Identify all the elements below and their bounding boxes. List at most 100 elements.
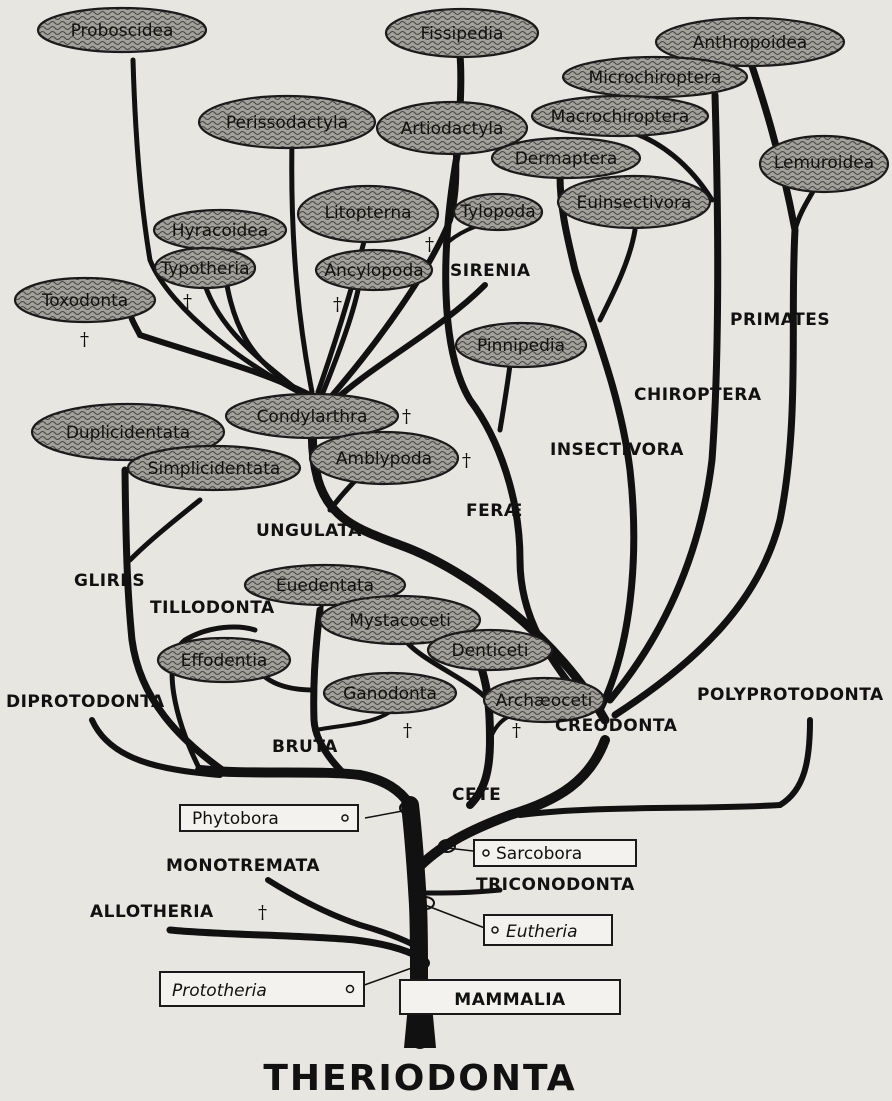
group-fissipedia: Fissipedia	[384, 7, 540, 59]
label-ancylopoda: Ancylopoda	[324, 261, 423, 281]
label-toxodonta: Toxodonta	[41, 291, 128, 311]
dagger-ganodonta: †	[403, 720, 412, 741]
group-simplicidentata: Simplicidentata	[126, 444, 302, 492]
branch-mystacoceti	[402, 637, 491, 703]
group-perissodactyla: Perissodactyla	[197, 94, 377, 150]
dagger-archaeoceti: †	[512, 720, 521, 741]
label-microchiroptera: Microchiroptera	[589, 68, 722, 88]
group-euinsectivora: Euinsectivora	[556, 174, 712, 230]
label-litopterna: Litopterna	[324, 203, 411, 223]
tag-mammalia: MAMMALIA	[399, 979, 621, 1015]
branch-typotheria	[202, 282, 303, 395]
group-pinnipedia: Pinnipedia	[454, 321, 588, 369]
group-tylopoda: Tylopoda	[452, 192, 544, 232]
label-proboscidea: Proboscidea	[71, 21, 174, 41]
trunk-base	[404, 1005, 436, 1048]
branch-proboscidea	[130, 57, 318, 403]
tag-eutheria: Eutheria	[415, 896, 613, 946]
label-fissipedia: Fissipedia	[421, 24, 504, 44]
branch-simplicidentata	[127, 497, 203, 563]
dagger-condylarthra: †	[402, 406, 411, 427]
branch-allotheria	[166, 926, 419, 959]
branch-diprotodonta	[89, 717, 223, 778]
tag-sarcobora-label: Sarcobora	[496, 844, 582, 864]
label-dermaptera: Dermaptera	[515, 149, 618, 169]
branch-labels: SIRENIA PRIMATES CHIROPTERA INSECTIVORA …	[6, 261, 884, 923]
dagger-typotheria: †	[183, 291, 192, 312]
label-insectivora: INSECTIVORA	[550, 440, 684, 460]
group-euedentata: Euedentata	[243, 563, 407, 607]
label-euedentata: Euedentata	[276, 576, 374, 596]
label-ferae: FERÆ	[466, 501, 523, 521]
branch-glires	[121, 466, 229, 776]
branch-ancylopoda	[319, 277, 363, 398]
label-bruta: BRUTA	[272, 737, 338, 757]
tag-eutheria-label: Eutheria	[506, 922, 578, 942]
group-toxodonta: Toxodonta	[13, 276, 157, 324]
dagger-amblypoda: †	[462, 450, 471, 471]
label-primates: PRIMATES	[730, 310, 830, 330]
label-perissodactyla: Perissodactyla	[226, 113, 348, 133]
extinction-markers: † † † † † † † †	[80, 234, 521, 741]
leaf-groups: Proboscidea Fissipedia Anthropoidea Micr…	[13, 6, 890, 724]
branch-primates	[611, 56, 799, 719]
group-hyracoidea: Hyracoidea	[152, 208, 288, 252]
tag-phytobora-label: Phytobora	[192, 809, 279, 829]
dagger-allotheria: †	[258, 902, 267, 923]
group-dermaptera: Dermaptera	[490, 136, 642, 180]
label-monotremata: MONOTREMATA	[166, 856, 320, 876]
tag-phytobora: Phytobora	[179, 801, 417, 832]
branch-ganodonta	[314, 710, 392, 732]
label-creodonta: CREODONTA	[555, 716, 678, 736]
label-cete: CETE	[452, 785, 501, 805]
dagger-litopterna: †	[425, 234, 434, 255]
label-ganodonta: Ganodonta	[343, 684, 437, 704]
label-denticeti: Denticeti	[452, 641, 529, 661]
label-allotheria: ALLOTHERIA	[90, 902, 214, 922]
branch-polyprotodonta	[517, 717, 813, 818]
label-condylarthra: Condylarthra	[257, 407, 368, 427]
branch-perissodactyla	[289, 137, 315, 395]
label-hyracoidea: Hyracoidea	[172, 221, 268, 241]
group-denticeti: Denticeti	[426, 628, 554, 672]
group-mystacoceti: Mystacoceti	[318, 594, 482, 646]
diagram-title: THERIODONTA	[263, 1058, 576, 1099]
group-duplicidentata: Duplicidentata	[30, 402, 226, 462]
group-litopterna: Litopterna	[296, 184, 440, 244]
label-pinnipedia: Pinnipedia	[477, 336, 565, 356]
branch-triconodonta	[422, 887, 503, 896]
group-anthropoidea: Anthropoidea	[654, 16, 846, 68]
branch-insectivora	[556, 171, 638, 714]
label-effodentia: Effodentia	[181, 651, 268, 671]
group-archaeoceti: Archæoceti	[482, 676, 606, 724]
tag-prototheria-label: Prototheria	[172, 981, 267, 1001]
label-polyprotodonta: POLYPROTODONTA	[697, 685, 884, 705]
group-lemuroidea: Lemuroidea	[758, 134, 890, 194]
label-glires: GLIRES	[74, 571, 145, 591]
label-triconodonta: TRICONODONTA	[476, 875, 635, 895]
group-artiodactyla: Artiodactyla	[375, 100, 529, 156]
label-duplicidentata: Duplicidentata	[66, 423, 190, 443]
group-ganodonta: Ganodonta	[322, 671, 458, 715]
group-amblypoda: Amblypoda	[308, 430, 460, 486]
branch-pinnipedia	[497, 362, 513, 433]
tag-mammalia-label: MAMMALIA	[454, 990, 566, 1010]
dagger-ancylopoda: †	[333, 294, 342, 315]
label-tylopoda: Tylopoda	[459, 202, 535, 222]
label-lemuroidea: Lemuroidea	[774, 153, 874, 173]
group-proboscidea: Proboscidea	[36, 6, 208, 54]
label-sirenia: SIRENIA	[450, 261, 531, 281]
label-anthropoidea: Anthropoidea	[693, 33, 807, 53]
branch-chiroptera	[606, 91, 722, 704]
tags: Phytobora Sarcobora Eutheria Prototheria…	[159, 801, 637, 1015]
branch-sirenia	[332, 282, 488, 403]
group-typotheria: Typotheria	[153, 246, 257, 290]
group-effodentia: Effodentia	[156, 636, 292, 684]
label-macrochiroptera: Macrochiroptera	[551, 107, 690, 127]
label-euinsectivora: Euinsectivora	[577, 193, 692, 213]
label-amblypoda: Amblypoda	[336, 449, 432, 469]
group-macrochiroptera: Macrochiroptera	[530, 94, 710, 138]
label-diprotodonta: DIPROTODONTA	[6, 692, 165, 712]
